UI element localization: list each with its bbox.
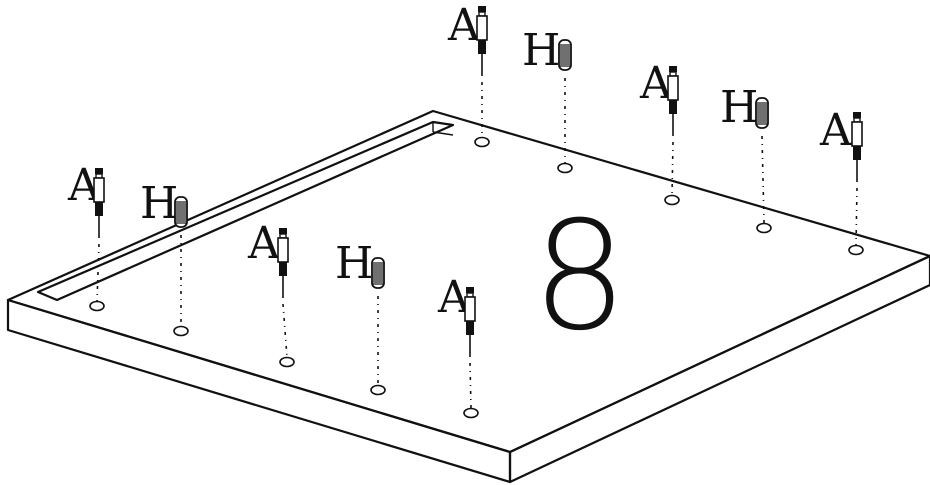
dowel-pin-a: A — [67, 160, 105, 312]
wood-dowel-h: H — [335, 238, 386, 396]
panel-groove — [36, 120, 455, 302]
pin-cap — [478, 6, 486, 12]
dowel-hole — [89, 300, 105, 312]
pin-thread — [466, 321, 474, 335]
insertion-line — [761, 135, 765, 224]
pin-thread — [853, 146, 861, 160]
dowel-pin-a: A — [247, 218, 295, 368]
pin-cap — [279, 228, 287, 234]
insertion-line — [469, 362, 472, 409]
insertion-line — [282, 303, 288, 358]
panel-front-face — [6, 298, 512, 484]
part-label-h: H — [522, 25, 560, 76]
dowel-hole — [463, 407, 479, 419]
pin-cap — [466, 287, 474, 293]
dowel-hole — [173, 325, 189, 337]
part-label-a: A — [447, 0, 481, 51]
pin-cap — [853, 112, 861, 118]
insertion-line — [96, 243, 100, 302]
step-number: 8 — [532, 190, 627, 364]
dowel-pin-a: A — [819, 105, 864, 256]
pin-thread — [95, 202, 103, 216]
pin-body — [277, 237, 289, 263]
pin-body — [667, 75, 679, 101]
pin-body — [851, 121, 863, 147]
dowel-hole — [756, 222, 772, 234]
dowel-hole — [474, 136, 490, 148]
wood-dowel-h: H — [140, 178, 189, 337]
dowel-hole — [848, 244, 864, 256]
pin-body — [93, 177, 105, 203]
pin-cap — [669, 66, 677, 72]
insertion-line — [855, 187, 858, 246]
part-label-h: H — [140, 178, 178, 229]
part-label-h: H — [335, 238, 373, 289]
dowel-hole — [664, 194, 680, 206]
pin-thread — [279, 262, 287, 276]
pin-cap — [95, 168, 103, 174]
dowel-hole — [557, 162, 573, 174]
pin-body — [476, 15, 488, 41]
wood-dowel-h: H — [720, 82, 772, 234]
insertion-line — [671, 141, 674, 196]
part-label-h: H — [720, 82, 758, 133]
panel — [6, 109, 930, 484]
pin-thread — [669, 100, 677, 114]
panel-right-face — [508, 254, 930, 484]
part-label-a: A — [247, 218, 281, 269]
dowel-pin-a: A — [639, 58, 680, 206]
dowel-hole — [279, 356, 295, 368]
dowel-pin-a: A — [437, 272, 479, 419]
pin-thread — [478, 40, 486, 54]
dowel-hole — [370, 384, 386, 396]
dowel-pin-a: A — [447, 0, 490, 148]
wood-dowel-h: H — [522, 25, 573, 174]
part-label-a: A — [819, 105, 853, 156]
groove-inner-edge-2 — [432, 131, 454, 136]
pin-body — [464, 296, 476, 322]
